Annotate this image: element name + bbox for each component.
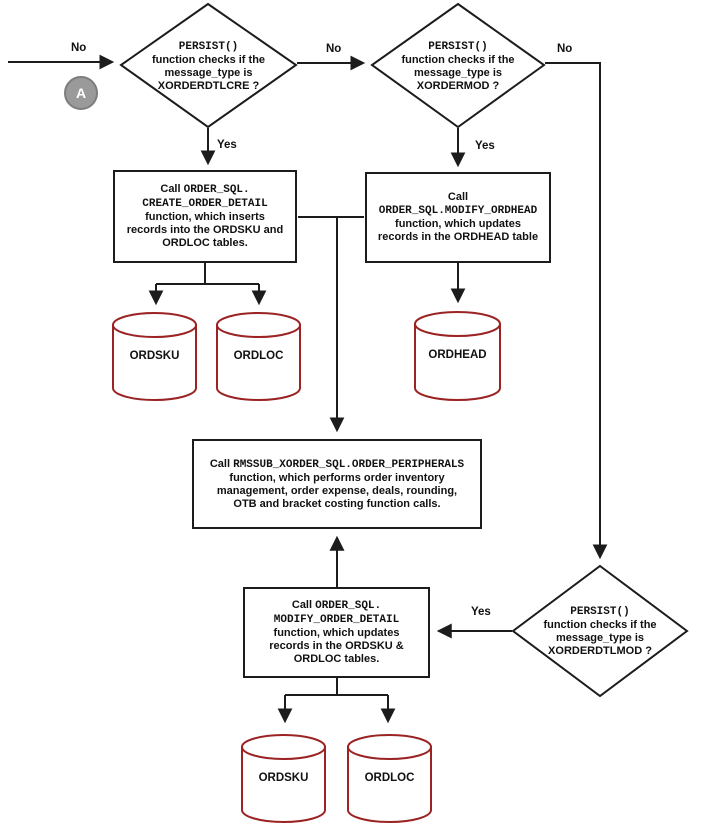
label-yes-left: Yes: [217, 139, 237, 151]
cylinder-label-ordsku-bottom: ORDSKU: [258, 772, 309, 784]
database-cylinder-ordhead: [414, 311, 501, 401]
cylinder-label-ordloc-bottom: ORDLOC: [364, 772, 415, 784]
box-order-peripherals: Call RMSSUB_XORDER_SQL.ORDER_PERIPHERALS…: [192, 439, 482, 529]
diamond-xorderdtlmod-shape: [511, 564, 689, 698]
label-no-entry: No: [71, 42, 87, 54]
connector-d2-no-to-d3: [545, 62, 608, 560]
cylinder-label-ordloc-top: ORDLOC: [233, 350, 284, 362]
database-cylinder-ordloc-bottom: [347, 734, 432, 823]
database-cylinder-ordsku-bottom: [241, 734, 326, 823]
label-no-mid: No: [326, 43, 342, 55]
database-cylinder-ordloc-top: [216, 312, 301, 401]
cylinder-label-ordhead: ORDHEAD: [428, 349, 487, 361]
database-cylinder-ordsku-top: [112, 312, 197, 401]
offpage-connector-a: A: [64, 76, 98, 110]
offpage-connector-a-label: A: [75, 85, 87, 101]
diamond-xordermod-shape: [370, 2, 546, 129]
label-no-right: No: [557, 43, 573, 55]
label-yes-bottom: Yes: [471, 606, 491, 618]
diamond-xorderdtlcre-shape: [119, 2, 298, 129]
label-yes-right: Yes: [475, 140, 495, 152]
cylinder-label-ordsku-top: ORDSKU: [129, 350, 180, 362]
